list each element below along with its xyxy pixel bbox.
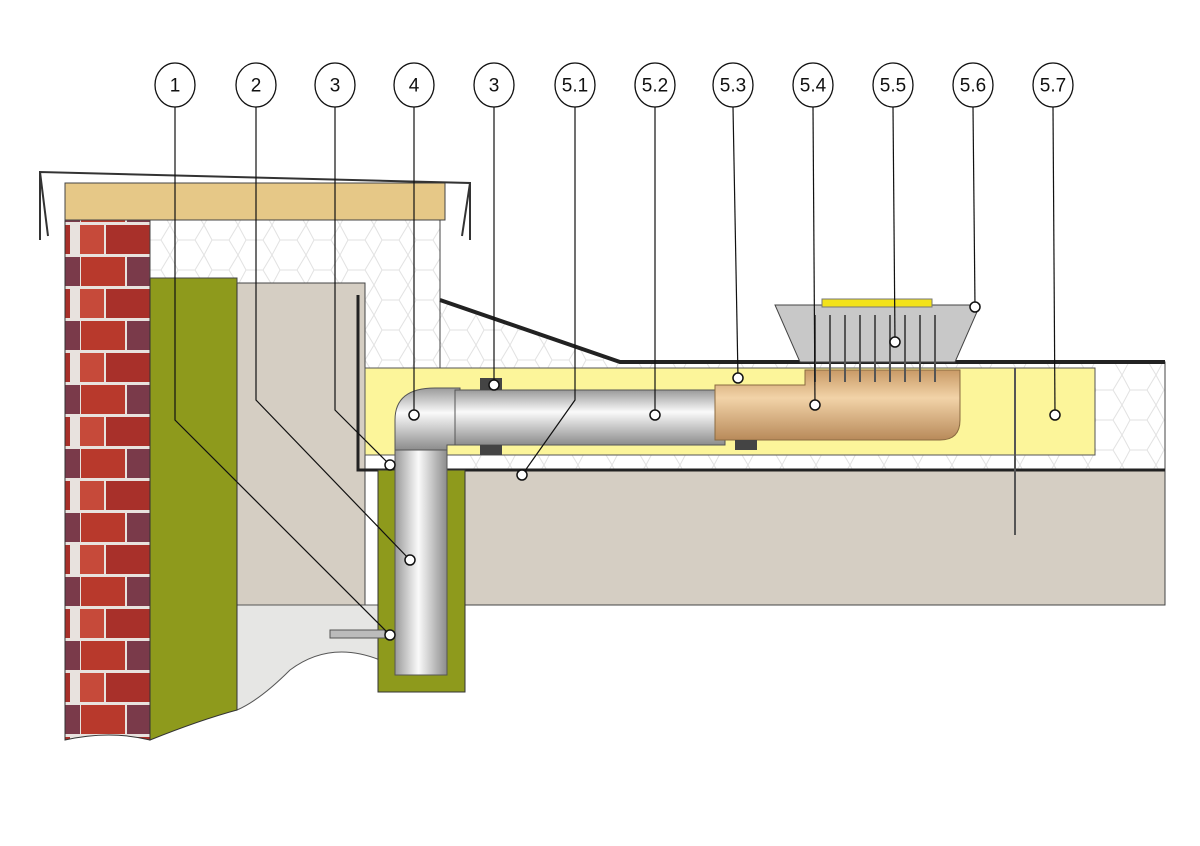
callout-label: 5.6 (960, 76, 986, 97)
callout-2: 2 (235, 62, 416, 566)
callout-bubble (154, 62, 196, 108)
drain-body (714, 369, 961, 441)
grate-clamp (821, 298, 933, 308)
leader-line (521, 107, 576, 476)
lower-block (236, 604, 381, 711)
leader-line (334, 107, 391, 466)
horizontal-pipe (454, 389, 726, 446)
callout-label: 5.2 (642, 76, 668, 97)
anchor-bolt (329, 629, 386, 639)
callout-bubble (554, 62, 596, 108)
leader-line (1052, 106, 1056, 416)
drain-grate (774, 304, 981, 363)
leader-end-dot (649, 409, 661, 421)
callout-label: 3 (330, 76, 341, 97)
osb-board (64, 182, 446, 221)
parapet-insulation (149, 204, 441, 369)
pipe-elbow (394, 387, 461, 451)
callout-bubble (393, 62, 435, 108)
callout-5-5: 5.5 (872, 62, 914, 348)
callout-bubble (1032, 62, 1074, 108)
leader-line (255, 107, 411, 561)
callout-label: 5.1 (562, 76, 588, 97)
leader-end-dot (384, 459, 396, 471)
callout-label: 4 (409, 76, 420, 97)
vertical-pipe (394, 444, 448, 676)
leader-line (174, 107, 391, 636)
leader-end-dot (488, 379, 500, 391)
leader-end-dot (1049, 409, 1061, 421)
leader-end-dot (384, 629, 396, 641)
callout-3: 3 (473, 62, 515, 391)
leader-line (732, 106, 739, 379)
callout-bubble (634, 62, 676, 108)
leader-end-dot (809, 399, 821, 411)
brick-wall (64, 199, 151, 741)
callout-3: 3 (314, 62, 396, 471)
leader-line (812, 106, 816, 406)
callout-1: 1 (154, 62, 396, 641)
mineral-wool-insulation (149, 277, 238, 741)
callout-5-2: 5.2 (634, 62, 676, 421)
callout-5-4: 5.4 (792, 62, 834, 411)
callout-label: 5.3 (720, 76, 746, 97)
callout-bubble (792, 62, 834, 108)
leader-end-dot (732, 372, 744, 384)
metal-coping (39, 170, 471, 240)
leader-line (972, 106, 976, 308)
callout-5-6: 5.6 (952, 62, 994, 313)
callout-label: 5.4 (800, 76, 827, 97)
callout-bubble (235, 62, 277, 108)
callout-bubble (952, 62, 994, 108)
leader-end-dot (516, 469, 528, 481)
callout-label: 5.5 (880, 76, 906, 97)
callout-label: 1 (170, 76, 181, 97)
concrete-slab (454, 469, 1166, 606)
callout-bubble (872, 62, 914, 108)
callout-bubble (712, 62, 754, 108)
pipe-clamp (735, 440, 757, 450)
callout-5-3: 5.3 (712, 62, 754, 384)
callout-4: 4 (393, 62, 435, 421)
callout-bubble (473, 62, 515, 108)
vapour-barrier (356, 295, 1165, 472)
callout-label: 2 (251, 76, 262, 97)
leader-end-dot (404, 554, 416, 566)
callout-bubble (314, 62, 356, 108)
callout-5-1: 5.1 (516, 62, 596, 481)
leader-end-dot (889, 336, 901, 348)
callout-label: 3 (489, 76, 500, 97)
roof-membrane (439, 298, 1165, 364)
callout-5-7: 5.7 (1032, 62, 1074, 421)
leader-line (892, 106, 896, 343)
pipe-clamp (480, 445, 502, 455)
callout-label: 5.7 (1040, 76, 1066, 97)
concrete-wall (236, 282, 366, 606)
leader-end-dot (969, 301, 981, 313)
leader-end-dot (408, 409, 420, 421)
